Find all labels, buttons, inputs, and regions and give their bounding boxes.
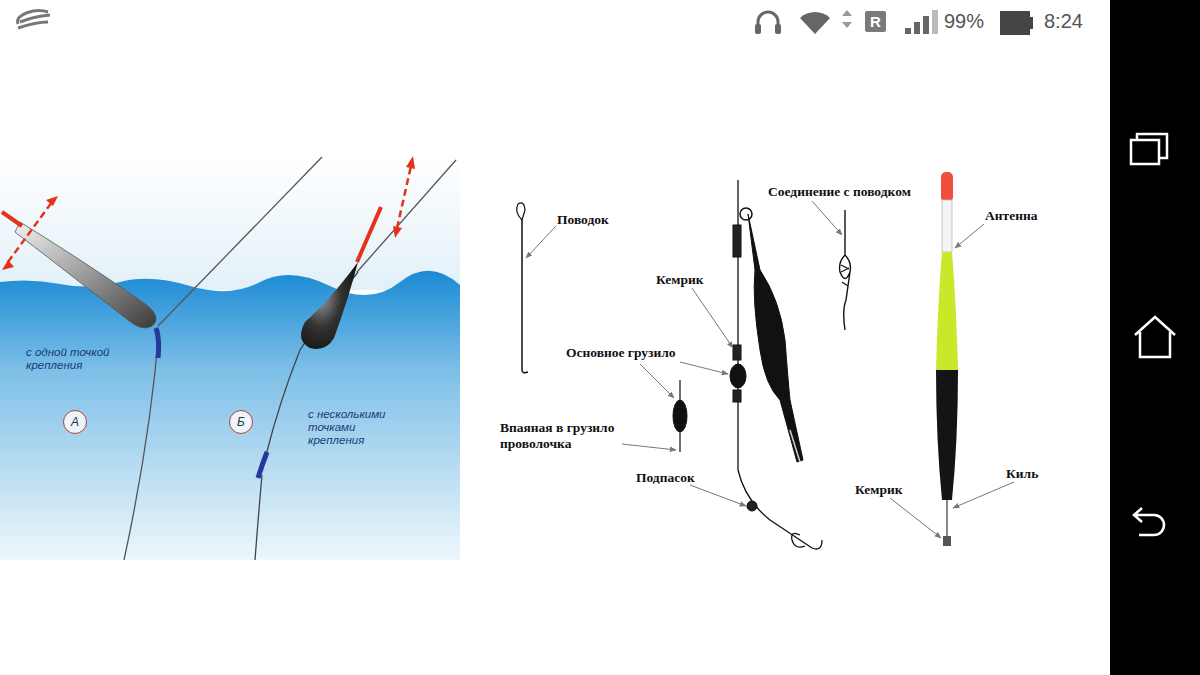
antenna-float <box>936 172 958 546</box>
part-label: Впаяная в грузило проволочка <box>500 420 635 451</box>
part-label: Подпасок <box>636 470 695 486</box>
figure-letter: А <box>71 415 79 429</box>
status-text: R <box>865 11 886 32</box>
figure-letter-circle: А <box>63 410 87 434</box>
part-label: Киль <box>1006 466 1038 482</box>
water-scene <box>0 155 460 560</box>
part-label: Соединение с поводком <box>768 184 911 200</box>
figure-letter-circle: Б <box>229 410 253 434</box>
status-bar <box>18 10 1033 35</box>
leader-lines <box>526 201 1014 538</box>
caption-note: с одной точкой крепления <box>26 346 126 372</box>
status-text: 99% <box>944 10 984 33</box>
part-label: Антенна <box>985 208 1037 224</box>
part-label: Основное грузило <box>566 345 676 361</box>
caption-note: с несколькими точками крепления <box>308 408 398 448</box>
status-text: 8:24 <box>1044 10 1083 33</box>
nav-bar <box>1110 0 1200 675</box>
part-label: Кемрик <box>855 482 903 498</box>
rig-drawings <box>517 180 851 549</box>
part-label: Поводок <box>557 212 609 228</box>
figure-letter: Б <box>237 415 245 429</box>
part-label: Кемрик <box>656 272 704 288</box>
